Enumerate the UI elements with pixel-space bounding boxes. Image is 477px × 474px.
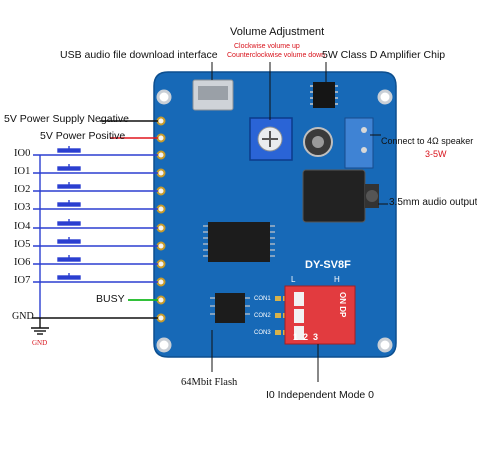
board-model-text: DY-SV8F bbox=[305, 259, 351, 271]
con3-text: CON3 bbox=[254, 330, 271, 336]
io-label-7: IO7 bbox=[14, 275, 31, 286]
amplifier-chip-label: 5W Class D Amplifier Chip bbox=[322, 49, 446, 61]
push-buttons bbox=[57, 146, 81, 280]
usb-port bbox=[192, 79, 234, 111]
speaker-connect-label: Connect to 4Ω speaker bbox=[381, 136, 474, 146]
ground-symbol bbox=[31, 317, 158, 335]
mode-label: I0 Independent Mode 0 bbox=[266, 389, 375, 401]
volume-adjustment-label: Volume Adjustment bbox=[230, 26, 325, 38]
leader-lines bbox=[211, 62, 388, 382]
io-wires bbox=[33, 154, 158, 283]
dip-on-dp-text: ON DP bbox=[338, 292, 347, 318]
io-label-3: IO3 bbox=[14, 202, 31, 213]
volume-potentiometer bbox=[249, 117, 293, 161]
supply-positive-label: 5V Power Positive bbox=[40, 130, 126, 142]
io-label-0: IO0 bbox=[14, 148, 31, 159]
volume-down-note: Counterclockwise volume down bbox=[227, 52, 326, 59]
decoder-chip bbox=[203, 222, 275, 262]
supply-negative-label: 5V Power Supply Negative bbox=[4, 113, 129, 125]
gnd-symbol-label: GND bbox=[32, 339, 48, 347]
flash-label: 64Mbit Flash bbox=[181, 377, 238, 388]
con1-text: CON1 bbox=[254, 296, 271, 302]
io-label-4: IO4 bbox=[14, 221, 31, 232]
busy-label: BUSY bbox=[96, 293, 125, 305]
volume-up-note: Clockwise volume up bbox=[234, 43, 300, 50]
speaker-terminal bbox=[344, 117, 374, 169]
speaker-power-label: 3-5W bbox=[425, 149, 447, 159]
capacitor bbox=[303, 127, 333, 157]
usb-download-label: USB audio file download interface bbox=[60, 49, 218, 61]
con2-text: CON2 bbox=[254, 313, 271, 319]
io-label-1: IO1 bbox=[14, 166, 31, 177]
audio-jack bbox=[302, 169, 379, 223]
amplifier-chip bbox=[310, 82, 338, 108]
dip-switch bbox=[284, 285, 356, 345]
dip-123-text: 123 bbox=[293, 332, 323, 342]
io-label-5: IO5 bbox=[14, 239, 31, 250]
board-h-text: H bbox=[334, 275, 340, 284]
gnd-label: GND bbox=[12, 311, 34, 322]
io-label-2: IO2 bbox=[14, 184, 31, 195]
mounting-holes bbox=[156, 89, 393, 353]
io-label-6: IO6 bbox=[14, 257, 31, 268]
audio-output-label: 3.5mm audio output bbox=[389, 197, 477, 208]
flash-chip bbox=[210, 293, 250, 323]
board-l-text: L bbox=[291, 275, 296, 284]
